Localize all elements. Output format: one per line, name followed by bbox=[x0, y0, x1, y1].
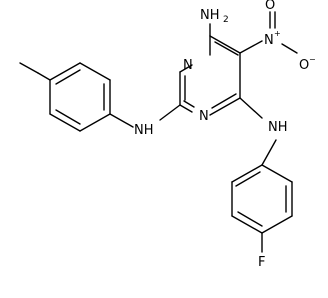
pyrimidine-ring-bonds bbox=[179, 35, 241, 116]
fluorophenyl-ring-bonds bbox=[231, 164, 293, 253]
amino-group-label: NH 2 bbox=[200, 8, 229, 25]
fluorine-label: F bbox=[258, 255, 265, 270]
left-nh-label: NH bbox=[134, 123, 154, 138]
nitro-oxygen-top: O bbox=[265, 0, 275, 13]
nitro-oxygen-minus: O bbox=[299, 58, 309, 73]
atom-labels: NH 2 N N N + O O − NH NH F bbox=[134, 0, 316, 270]
nitro-nitrogen-charge: + bbox=[274, 29, 281, 38]
nitro-bonds bbox=[239, 11, 298, 54]
nitro-nitrogen: N bbox=[264, 33, 274, 48]
ring-nitrogen-upper: N bbox=[183, 58, 193, 73]
ring-nitrogen-lower: N bbox=[199, 109, 209, 124]
nh2-subscript: 2 bbox=[223, 15, 229, 25]
nh2-label: NH bbox=[200, 8, 220, 23]
tolyl-ring-bonds bbox=[19, 62, 111, 132]
nitro-oxygen-charge: − bbox=[309, 55, 316, 64]
nitro-oxygen-minus-label: O − bbox=[299, 55, 316, 73]
right-amine-bonds bbox=[239, 97, 277, 166]
right-nh-label: NH bbox=[268, 120, 288, 135]
nitro-nitrogen-label: N + bbox=[264, 29, 281, 48]
left-amine-bonds bbox=[109, 104, 181, 128]
